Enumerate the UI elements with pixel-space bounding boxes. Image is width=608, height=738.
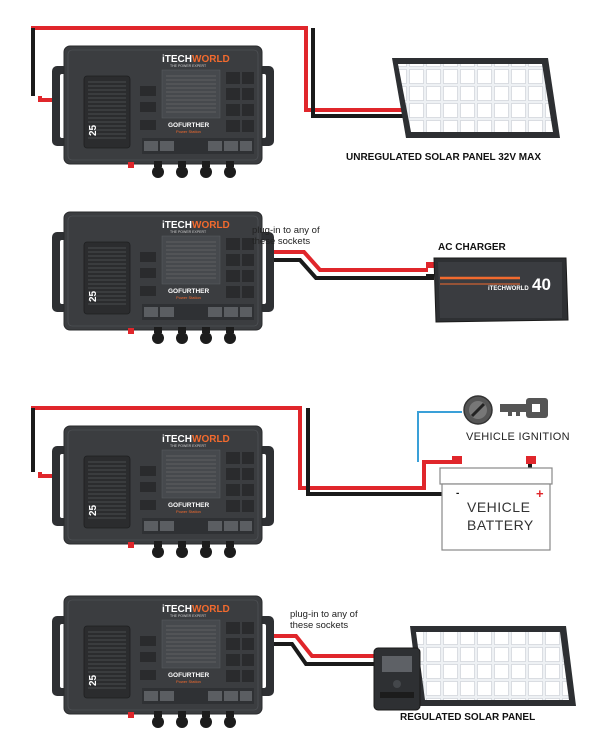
- charger-brand: iTECHWORLD: [488, 286, 529, 292]
- charger-rating: 40: [532, 275, 551, 294]
- positive-wire: [262, 634, 376, 658]
- vehicle-ignition-icon: [463, 395, 493, 425]
- unit-model-sub: Power Station: [176, 295, 201, 300]
- unit-rating: 25: [88, 124, 99, 136]
- unit-brand-name: iTECHWORLD: [162, 220, 230, 231]
- unit-tagline: THE POWER EXPERT: [170, 230, 207, 234]
- negative-wire: [311, 28, 420, 118]
- unregulated-solar-panel: [392, 58, 560, 138]
- diagram-ac-charger: iTECHWORLD 40 plug-in to any of these so…: [51, 211, 569, 345]
- negative-wire: [262, 258, 428, 280]
- socket-note-line1: plug-in to any of: [290, 609, 358, 620]
- unit-tagline: THE POWER EXPERT: [170, 614, 207, 618]
- unit-rating: 25: [88, 674, 99, 686]
- battery-minus: -: [456, 488, 459, 499]
- battery-text-line2: BATTERY: [467, 517, 534, 533]
- vehicle-battery: - + VEHICLE BATTERY: [439, 456, 553, 551]
- key-icon: [500, 398, 548, 418]
- solar-regulator: [373, 647, 421, 711]
- power-station-unit: [51, 45, 275, 179]
- socket-note-line1: plug-in to any of: [252, 225, 320, 236]
- power-station-unit: [51, 595, 275, 729]
- unit-model: GOFURTHER: [168, 122, 209, 129]
- unit-model-sub: Power Station: [176, 509, 201, 514]
- unit-model: GOFURTHER: [168, 502, 209, 509]
- unit-brand-name: iTECHWORLD: [162, 434, 230, 445]
- diagram-regulated-solar: plug-in to any of these sockets REGULATE…: [51, 595, 576, 729]
- ignition-wire: [417, 411, 462, 462]
- socket-note-line2: these sockets: [252, 236, 310, 247]
- battery-plus: +: [536, 486, 544, 501]
- unit-rating: 25: [88, 290, 99, 302]
- battery-text-line1: VEHICLE: [467, 499, 530, 515]
- unit-tagline: THE POWER EXPERT: [170, 444, 207, 448]
- unit-model: GOFURTHER: [168, 288, 209, 295]
- socket-note-line2: these sockets: [290, 620, 348, 631]
- regulated-solar-panel: [410, 626, 576, 706]
- diagram-unregulated-solar: UNREGULATED SOLAR PANEL 32V MAX: [31, 26, 560, 179]
- unit-tagline: THE POWER EXPERT: [170, 64, 207, 68]
- power-station-unit: [51, 211, 275, 345]
- ac-charger-label: AC CHARGER: [438, 242, 507, 253]
- positive-wire: [262, 250, 428, 272]
- unit-rating: 25: [88, 504, 99, 516]
- unit-model: GOFURTHER: [168, 672, 209, 679]
- unregulated-solar-label: UNREGULATED SOLAR PANEL 32V MAX: [346, 152, 541, 163]
- power-station-unit: [51, 425, 275, 559]
- unit-model-sub: Power Station: [176, 679, 201, 684]
- diagram-vehicle: VEHICLE IGNITION - + VEHICLE BATTERY: [31, 395, 570, 559]
- unit-brand-name: iTECHWORLD: [162, 54, 230, 65]
- unit-brand-name: iTECHWORLD: [162, 604, 230, 615]
- vehicle-ignition-label: VEHICLE IGNITION: [466, 431, 570, 443]
- unit-model-sub: Power Station: [176, 129, 201, 134]
- ac-charger-device: iTECHWORLD 40: [426, 257, 569, 323]
- negative-wire: [262, 642, 374, 666]
- regulated-solar-label: REGULATED SOLAR PANEL: [400, 712, 535, 723]
